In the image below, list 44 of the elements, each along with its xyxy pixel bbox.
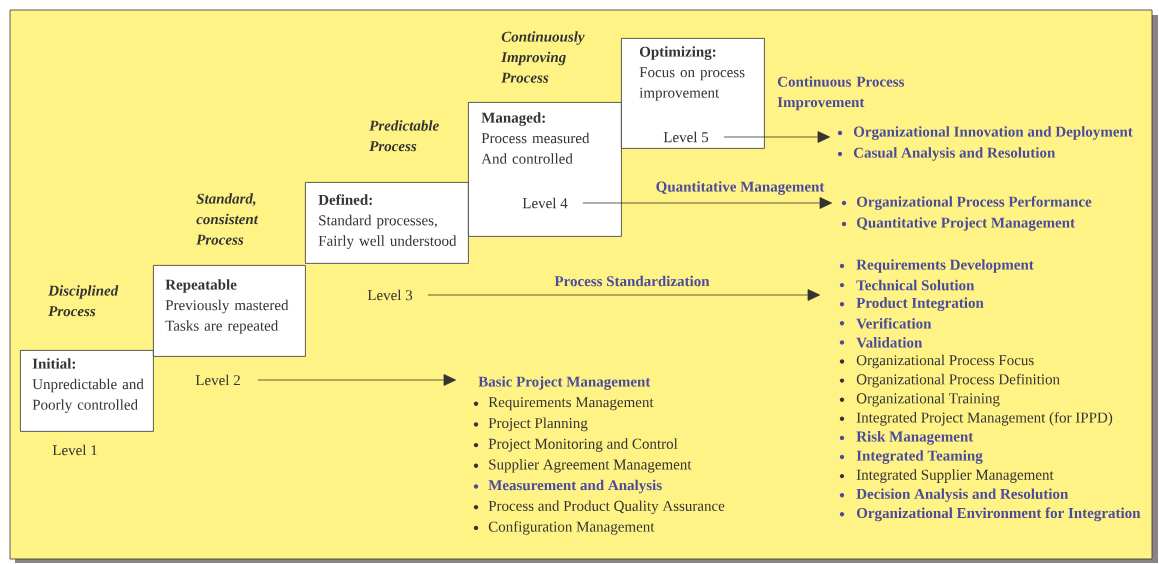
list-item: Risk Management: [856, 431, 974, 445]
edge-label: Continuous Process Improvement: [776, 75, 919, 112]
arrow: [582, 197, 833, 209]
list-item: Quantitative Project Management: [856, 217, 1075, 231]
list-item: Decision Analysis and Resolution: [856, 488, 1069, 502]
list-item: Organizational Process Definition: [856, 373, 1060, 388]
list-item: Integrated Teaming: [856, 450, 983, 464]
list-item: Integrated Supplier Management: [856, 469, 1054, 483]
level-label: Level 1: [52, 444, 97, 456]
list-heading: Basic Project Management: [478, 376, 651, 390]
stage-label: Continuously Improving Process: [501, 31, 585, 83]
level-label: Level 4: [522, 197, 568, 209]
level-box: Repeatable Previously mastered Tasks are repeated: [153, 265, 306, 357]
arrow: [723, 131, 831, 143]
list-item: Integrated Project Management (for IPPD): [856, 411, 1113, 426]
stage-label: Standard, consistent Process: [196, 193, 259, 245]
level-box: Defined: Standard processes, Fairly well understood: [305, 182, 469, 264]
level-label: Level 5: [663, 131, 709, 143]
list-item: Organizational Environment for Integration: [856, 507, 1141, 522]
list-item: Organizational Innovation and Deployment: [853, 126, 1133, 140]
level-label: Level 2: [195, 374, 240, 386]
list-item: Organizational Process Focus: [856, 354, 1034, 369]
level-label: Level 3: [367, 289, 413, 301]
stage-label: Predictable Process: [369, 120, 439, 152]
list-item: Technical Solution: [856, 279, 975, 291]
list-item: Process and Product Quality Assurance: [488, 500, 725, 514]
list-item: Measurement and Analysis: [488, 479, 662, 494]
edge-label: Quantitative Management: [654, 180, 826, 196]
list-item: Project Planning: [488, 417, 588, 432]
list-item: Configuration Management: [488, 521, 655, 535]
list-item: Supplier Agreement Management: [489, 459, 692, 473]
list-item: Project Monitoring and Control: [488, 438, 678, 452]
arrow: [257, 374, 457, 386]
list-item: Organizational Process Performance: [856, 196, 1092, 210]
list-item: Casual Analysis and Resolution: [853, 147, 1056, 161]
list-item: Organizational Training: [856, 392, 1000, 407]
list-item: Requirements Management: [488, 397, 654, 411]
level-box: Initial: Unpredictable and Poorly controlled: [20, 350, 154, 432]
list-item: Verification: [856, 317, 932, 329]
list-item: Validation: [856, 337, 923, 348]
list-item: Requirements Development: [856, 259, 1034, 273]
stage-label: Disciplined Process: [48, 285, 119, 317]
list-item: Product Integration: [856, 297, 984, 312]
arrow: [427, 289, 821, 301]
